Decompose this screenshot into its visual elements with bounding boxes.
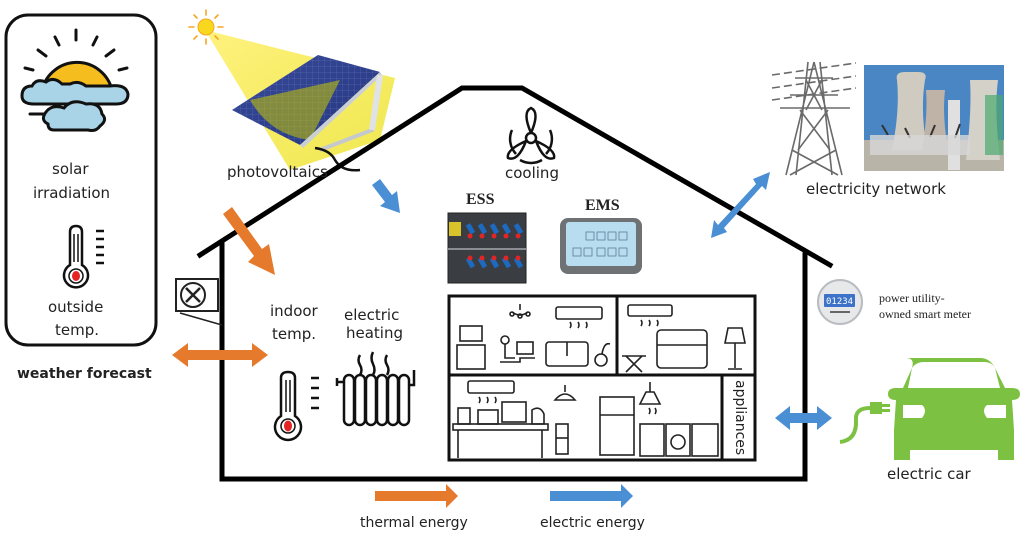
thermal-arrow-wall[interactable] <box>172 343 268 367</box>
cooling-fan-icon <box>506 106 556 165</box>
smart-meter-label-2: owned smart meter <box>879 307 971 321</box>
transmission-tower-icon <box>771 61 857 176</box>
outside-thermometer-icon <box>62 224 104 289</box>
legend-thermal-label: thermal energy <box>360 515 468 531</box>
ems-label: EMS <box>585 197 620 214</box>
electricity-network-label: electricity network <box>806 180 946 198</box>
indoor-thermometer-icon <box>273 370 319 442</box>
meter-reading: 01234 <box>826 297 853 307</box>
electric-arrow-pv <box>372 179 400 213</box>
outside-label: outside <box>48 298 104 316</box>
electric-car-icon <box>839 358 1020 460</box>
smart-meter-icon: 01234 <box>817 279 863 325</box>
charging-plug-icon <box>839 402 890 444</box>
indoor-label: indoor <box>270 302 318 320</box>
electric-label: electric <box>344 306 400 324</box>
outside-temp-label: temp. <box>55 321 100 339</box>
weather-forecast-box <box>4 13 158 347</box>
solar-label: solar <box>52 160 89 178</box>
appliances-label: appliances <box>732 380 748 456</box>
thermal-arrow-roof <box>223 207 275 275</box>
irradiation-label: irradiation <box>33 184 111 202</box>
outdoor-ac-unit-icon <box>175 278 223 326</box>
legend-electric-arrow <box>550 484 633 508</box>
power-plant-photo <box>864 65 1004 171</box>
legend-electric-label: electric energy <box>540 515 645 531</box>
ems-panel-icon <box>560 218 642 274</box>
ess-label: ESS <box>466 191 495 208</box>
weather-forecast-caption: weather forecast <box>17 366 152 382</box>
legend-thermal-arrow <box>375 484 458 508</box>
heating-label: heating <box>346 324 404 342</box>
cooling-label: cooling <box>505 164 559 182</box>
electric-radiator-icon <box>335 351 416 427</box>
electric-arrow-grid[interactable] <box>711 172 770 238</box>
sun-icon <box>188 9 224 45</box>
indoor-temp-label: temp. <box>272 325 317 343</box>
house-outline <box>196 85 834 482</box>
ess-battery-icon <box>447 212 527 284</box>
electric-arrow-car[interactable] <box>775 406 832 430</box>
electric-car-label: electric car <box>887 465 971 483</box>
smart-meter-label-1: power utility- <box>879 291 945 305</box>
appliances-rooms <box>447 294 757 462</box>
photovoltaics-label: photovoltaics <box>227 163 328 181</box>
sun-cloud-icon <box>20 28 130 132</box>
photovoltaics-illustration <box>188 9 395 172</box>
